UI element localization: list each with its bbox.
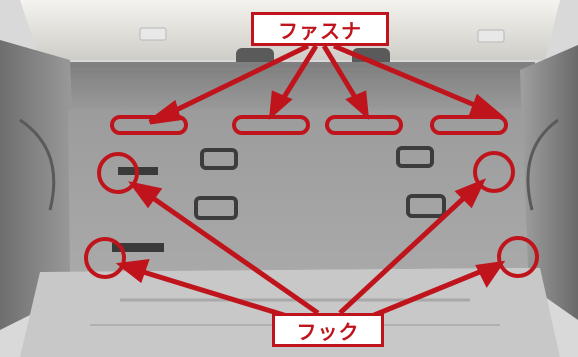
hook-marker-1 [97,152,139,194]
hook-marker-4 [497,236,539,278]
tie-down-rings [194,146,446,220]
hook-label: フック [272,313,384,347]
deck-board [68,110,528,272]
hook-marker-2 [473,151,515,193]
fastener-marker-4 [430,115,508,135]
seat-latch-right [477,29,505,43]
left-side-trim [0,40,80,330]
fastener-marker-1 [110,115,188,135]
hook-markers [84,151,539,279]
seat-latch-left [139,27,167,41]
fastener-label: ファスナ [251,12,389,46]
hook-marker-3 [84,237,126,279]
rear-sill [20,268,560,357]
hook-arrows [115,178,506,323]
fastener-arrows [148,43,504,125]
fastener-marker-3 [325,115,403,135]
